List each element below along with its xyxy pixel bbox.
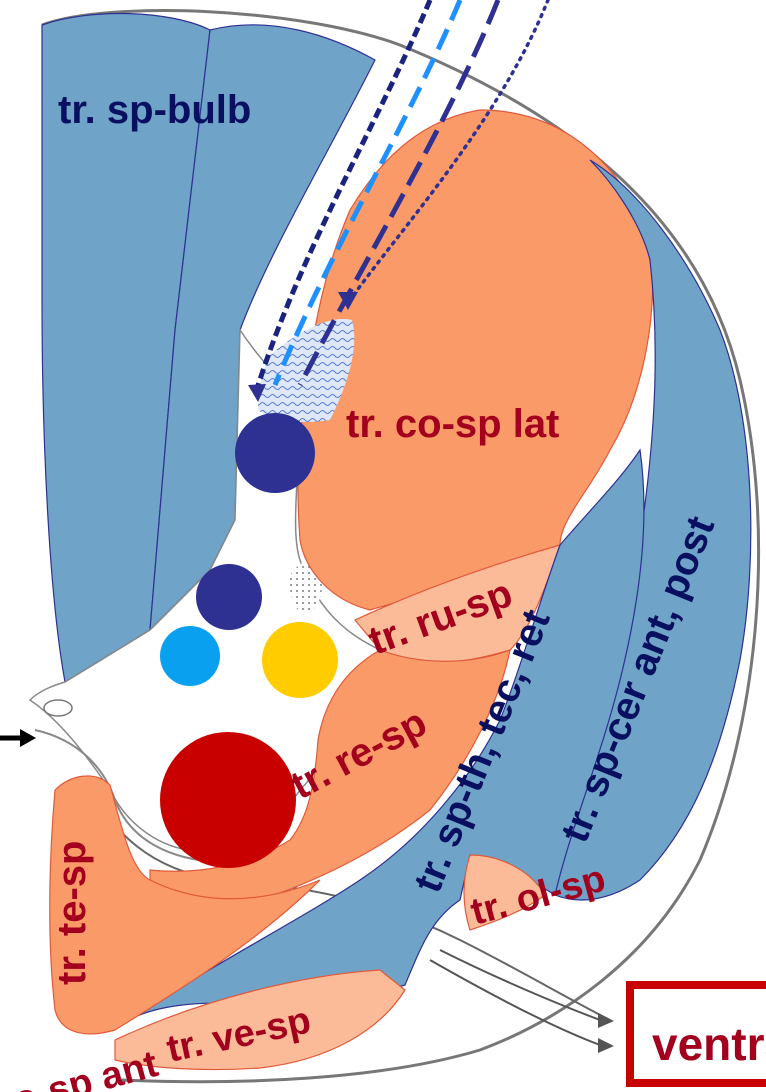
label-ventral: ventral <box>652 1018 766 1070</box>
exit-arrow-1-head <box>598 1013 614 1028</box>
label-co-sp-lat: tr. co-sp lat <box>346 402 559 446</box>
left-arrow-head <box>20 729 36 747</box>
label-co-sp-ant: tr. co-sp ant <box>0 1043 163 1092</box>
nucleus-dark-navy-large <box>235 413 315 493</box>
nucleus-dark-navy-small <box>196 564 262 630</box>
exit-arrow-2-head <box>598 1038 614 1053</box>
label-sp-bulb: tr. sp-bulb <box>58 88 251 132</box>
nucleus-red <box>160 732 296 868</box>
nucleus-yellow <box>262 622 338 698</box>
nucleus-light-blue <box>160 626 220 686</box>
label-te-sp: tr. te-sp <box>50 841 94 985</box>
